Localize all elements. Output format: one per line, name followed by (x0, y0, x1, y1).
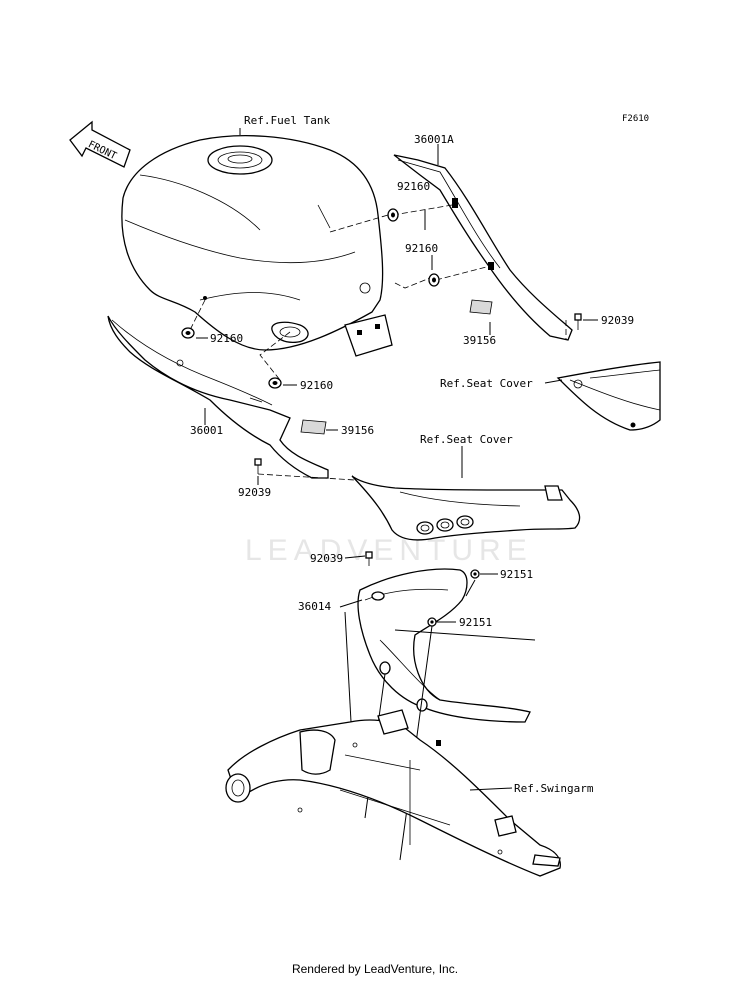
callout-36001a: 36001A (414, 133, 454, 146)
side-cover-36001a (393, 154, 573, 341)
callout-92160-a: 92160 (397, 180, 430, 193)
callout-36014: 36014 (298, 600, 331, 613)
grommet-92160-c (181, 327, 195, 339)
side-cover-36001 (107, 315, 329, 479)
callout-92160-d: 92160 (300, 379, 333, 392)
pad-39156-b (300, 419, 327, 435)
grommet-92160-a (387, 208, 399, 222)
fuel-tank (121, 135, 393, 357)
callout-92160-c: 92160 (210, 332, 243, 345)
seat-cover-right (556, 361, 661, 431)
callout-92039-a: 92039 (601, 314, 634, 327)
rear-fender-36014 (357, 568, 531, 723)
callout-92039-b: 92039 (238, 486, 271, 499)
grommet-92160-d (268, 377, 282, 389)
bolt-92039-a (574, 313, 582, 330)
callout-92151-b: 92151 (459, 616, 492, 629)
callout-swingarm: Ref.Swingarm (514, 782, 594, 795)
callout-39156-b: 39156 (341, 424, 374, 437)
pad-39156-a (469, 299, 493, 315)
callout-39156-a: 39156 (463, 334, 496, 347)
callout-fuel-tank: Ref.Fuel Tank (244, 114, 330, 127)
render-credit: Rendered by LeadVenture, Inc. (291, 962, 459, 976)
grommet-92160-b (428, 273, 440, 287)
callout-seat-cover-a: Ref.Seat Cover (440, 377, 533, 390)
callout-92160-b: 92160 (405, 242, 438, 255)
diagram-code: F2610 (622, 114, 649, 124)
callout-92151-a: 92151 (500, 568, 533, 581)
watermark: LEADVENTURE (245, 534, 533, 567)
callout-36001: 36001 (190, 424, 223, 437)
bolt-92039-b (254, 458, 262, 474)
bolt-92151-b (427, 617, 437, 627)
bolt-92039-c (365, 551, 373, 566)
swingarm (225, 709, 561, 877)
seat-cover-lower (351, 475, 581, 541)
front-arrow-icon: FRONT (69, 120, 131, 168)
callout-seat-cover-b: Ref.Seat Cover (420, 433, 513, 446)
callout-92039-c: 92039 (310, 552, 343, 565)
bolt-92151-a (470, 569, 480, 579)
